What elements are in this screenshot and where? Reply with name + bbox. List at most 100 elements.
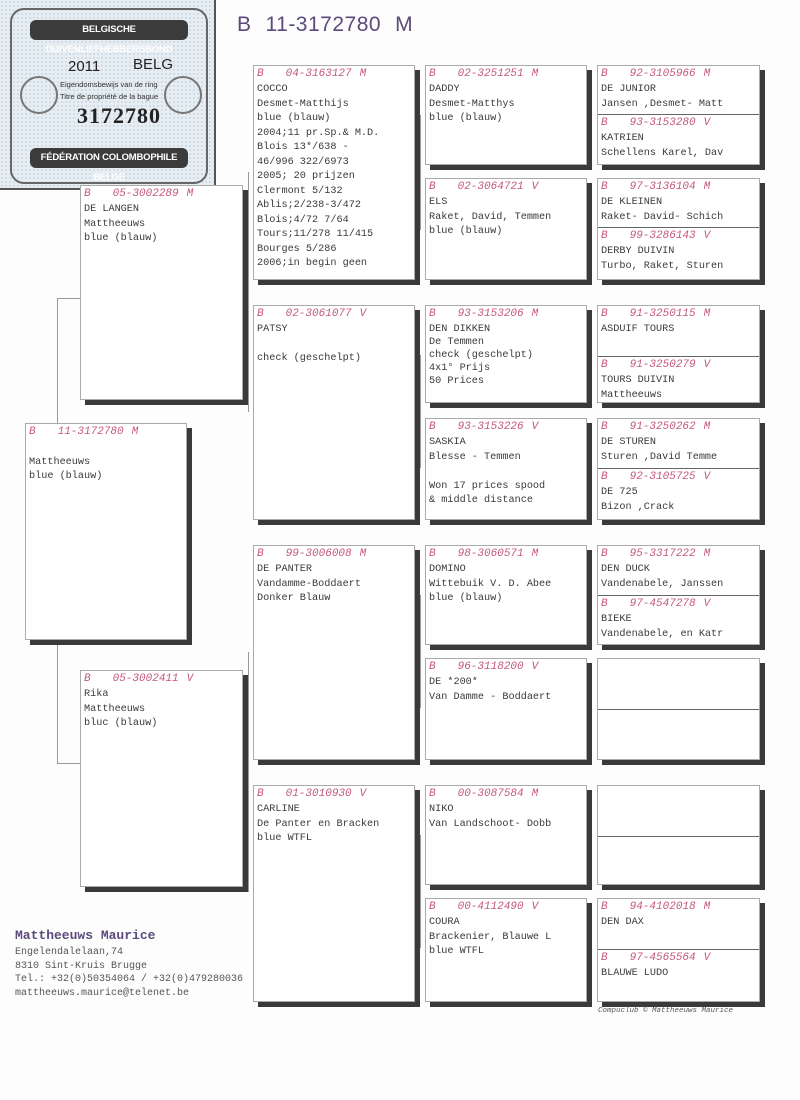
card-top-band: BELGISCHE DUIVENLIEFHEBBERSBOND [30, 20, 188, 55]
empty-entry[interactable] [598, 836, 759, 886]
pigeon-info: DE PANTER Vandamme-Boddaert Donker Blauw [257, 564, 361, 604]
pigeon-info: DE 725 Bizon ,Crack [601, 487, 675, 513]
pigeon-info: DE JUNIOR Jansen ,Desmet- Matt [601, 84, 724, 110]
empty-pair-card[interactable] [597, 785, 760, 885]
pigeon-info: SASKIA Blesse - Temmen Won 17 prices spo… [429, 437, 546, 506]
connector-line [420, 835, 421, 948]
pigeon-info: COURA Brackenier, Blauwe L blue WTFL [429, 917, 552, 957]
pigeon-info: BIEKE Vandenabele, en Katr [601, 614, 724, 640]
breeder-city: 8310 Sint-Kruis Brugge [15, 960, 148, 972]
pigeon-info: DADDY Desmet-Matthys blue (blauw) [429, 84, 515, 124]
pigeon-info: ASDUIF TOURS [601, 324, 675, 335]
pigeon-info: DEN DAX [601, 917, 644, 928]
breeder-street: Engelendalelaan,74 [15, 947, 124, 958]
pigeon-info: NIKO Van Landschoot- Dobb [429, 804, 552, 830]
title-country: B [237, 13, 252, 36]
card-country: BELG [133, 56, 174, 73]
pigeon-info: DOMINO Wittebuik V. D. Abee blue (blauw) [429, 564, 552, 604]
pigeon-info: DE LANGEN Mattheeuws blue (blauw) [84, 204, 158, 244]
card-line-1: Eigendomsbewijs van de ring [60, 80, 158, 89]
pigeon-info: BLAUWE LUDO [601, 968, 669, 979]
pigeon-info: Mattheeuws blue (blauw) [29, 456, 103, 483]
pigeon-info: DEN DIKKEN De Temmen check (geschelpt) 4… [429, 324, 533, 387]
card-ring-number: 3172780 [77, 103, 161, 128]
page-title: B 11-3172780 M [237, 13, 427, 37]
seal-left-icon [20, 76, 58, 114]
pigeon-info: DERBY DUIVIN Turbo, Raket, Sturen [601, 246, 724, 272]
breeder-contact: Mattheeuws Maurice Engelendalelaan,74 83… [15, 928, 243, 1000]
pigeon-info: DE *200* Van Damme - Boddaert [429, 677, 552, 703]
card-bottom-band: FÉDÉRATION COLOMBOPHILE BELGE [30, 148, 188, 183]
connector-line [57, 763, 80, 764]
card-year: 2011 [68, 58, 101, 75]
breeder-email[interactable]: mattheeuws.maurice@telenet.be [15, 987, 190, 999]
pigeon-info: TOURS DUIVIN Mattheeuws [601, 375, 675, 401]
title-sex: M [395, 13, 414, 36]
title-ring: 11-3172780 [265, 13, 382, 36]
breeder-phone: Tel.: +32(0)50354064 / +32(0)479280036 [15, 974, 244, 985]
connector-line [57, 298, 80, 299]
pigeon-info: KATRIEN Schellens Karel, Dav [601, 133, 724, 159]
empty-pair-card[interactable] [597, 658, 760, 760]
connector-line [420, 355, 421, 468]
pigeon-info: PATSY check (geschelpt) [257, 324, 361, 364]
empty-entry[interactable] [598, 709, 759, 761]
pigeon-info: DE STUREN Sturen ,David Temme [601, 437, 718, 463]
card-line-2: Titre de propriété de la bague [60, 92, 159, 101]
pigeon-info: CARLINE De Panter en Bracken blue WTFL [257, 804, 380, 844]
ring-certificate-card: BELGISCHE DUIVENLIEFHEBBERSBOND 2011 BEL… [0, 0, 216, 190]
